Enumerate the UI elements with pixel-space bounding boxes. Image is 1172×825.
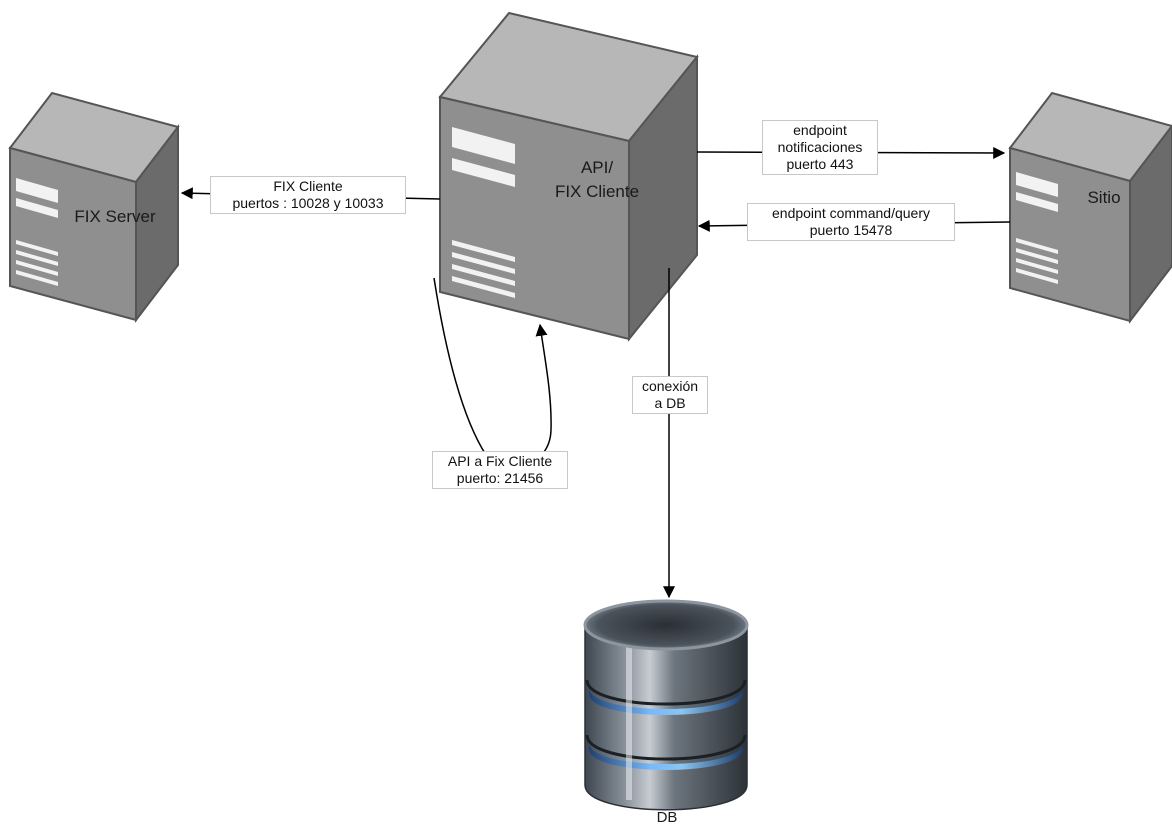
label-conexion-db: conexión a DB (632, 376, 708, 414)
db-label: DB (657, 809, 678, 825)
fix-server-label: FIX Server (74, 207, 156, 226)
server-drive-slots (452, 127, 515, 298)
api-fix-cliente-node[interactable]: API/ FIX Cliente (438, 11, 699, 342)
fix-server-node[interactable]: FIX Server (8, 91, 180, 323)
server-drive-slots (1016, 172, 1058, 284)
api-label-line1: API/ (581, 158, 613, 177)
sitio-node[interactable]: Sitio (1008, 91, 1172, 324)
api-label-line2: FIX Cliente (555, 182, 639, 201)
sitio-label: Sitio (1087, 188, 1120, 207)
server-drive-slots (16, 178, 58, 286)
label-command-query: endpoint command/query puerto 15478 (747, 203, 955, 241)
db-node[interactable]: DB (583, 599, 749, 825)
label-api-fix: API a Fix Cliente puerto: 21456 (432, 451, 568, 489)
label-fix-cliente: FIX Cliente puertos : 10028 y 10033 (210, 176, 406, 214)
label-notificaciones: endpoint notificaciones puerto 443 (762, 120, 878, 175)
